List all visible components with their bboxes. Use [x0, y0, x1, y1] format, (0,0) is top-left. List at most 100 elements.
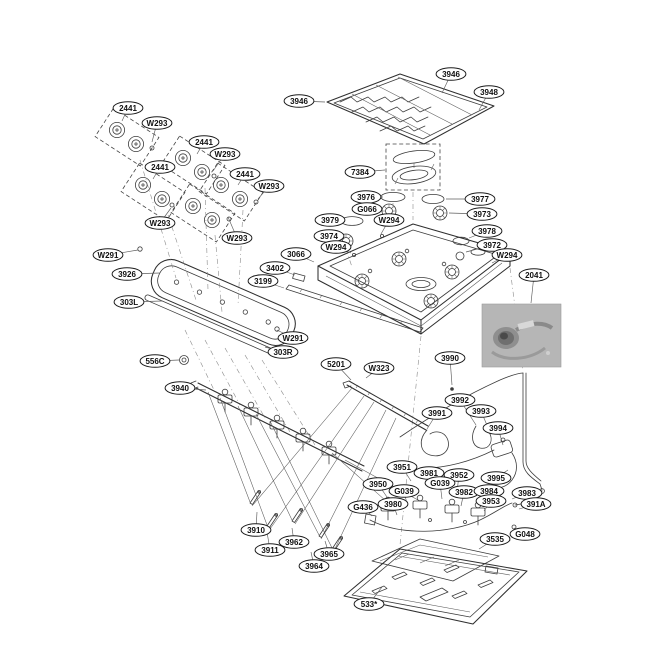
svg-text:3946: 3946 [442, 70, 460, 79]
part-label-3946: 3946 [435, 67, 467, 81]
part-label-3910: 3910 [240, 523, 272, 537]
svg-text:2441: 2441 [151, 163, 169, 172]
part-label-G048: G048 [509, 527, 541, 541]
svg-text:3976: 3976 [357, 193, 375, 202]
burner-grate [326, 73, 495, 145]
part-label-G039: G039 [424, 476, 456, 490]
svg-text:3911: 3911 [261, 546, 279, 555]
part-label-3962: 3962 [278, 535, 310, 549]
part-label-2441: 2441 [144, 160, 176, 174]
part-label-3965: 3965 [313, 547, 345, 561]
part-label-3950: 3950 [362, 477, 394, 491]
part-label-391A: 391A [520, 497, 552, 511]
photo-inset [481, 303, 562, 368]
svg-text:3990: 3990 [441, 354, 459, 363]
knob-group-1 [94, 107, 160, 167]
part-label-3973: 3973 [466, 207, 498, 221]
part-label-3066: 3066 [280, 247, 312, 261]
front-rail [285, 272, 424, 333]
part-label-3977: 3977 [464, 192, 496, 206]
svg-text:3926: 3926 [118, 270, 136, 279]
svg-text:3977: 3977 [471, 195, 489, 204]
svg-text:3974: 3974 [320, 232, 338, 241]
part-label-303L: 303L [113, 295, 145, 309]
part-label-2041: 2041 [518, 268, 550, 282]
svg-text:3066: 3066 [287, 250, 305, 259]
knob-group-2 [160, 135, 226, 195]
svg-text:3978: 3978 [478, 227, 496, 236]
svg-text:533*: 533* [361, 600, 378, 609]
part-label-3402: 3402 [259, 261, 291, 275]
part-label-3993: 3993 [465, 404, 497, 418]
part-label-3991: 3991 [421, 406, 453, 420]
knob-group-5 [170, 183, 236, 243]
svg-text:3984: 3984 [480, 487, 498, 496]
part-label-W293: W293 [221, 231, 253, 245]
svg-text:3951: 3951 [393, 463, 411, 472]
part-label-3946: 3946 [283, 94, 315, 108]
part-label-3994: 3994 [482, 421, 514, 435]
part-label-G066: G066 [351, 202, 383, 216]
svg-text:2041: 2041 [525, 271, 543, 280]
part-label-W294: W294 [373, 213, 405, 227]
part-label-W291: W291 [277, 331, 309, 345]
part-label-3976: 3976 [350, 190, 382, 204]
svg-text:3940: 3940 [171, 384, 189, 393]
svg-text:3962: 3962 [285, 538, 303, 547]
svg-text:5201: 5201 [327, 360, 345, 369]
svg-text:W294: W294 [326, 243, 347, 252]
svg-text:2441: 2441 [236, 170, 254, 179]
part-label-W323: W323 [363, 361, 395, 375]
svg-text:3950: 3950 [369, 480, 387, 489]
svg-text:3980: 3980 [384, 500, 402, 509]
part-label-W293: W293 [253, 179, 285, 193]
svg-text:W293: W293 [147, 119, 168, 128]
svg-text:3948: 3948 [480, 88, 498, 97]
svg-text:W294: W294 [379, 216, 400, 225]
svg-text:3991: 3991 [428, 409, 446, 418]
svg-text:W293: W293 [215, 150, 236, 159]
svg-text:W323: W323 [369, 364, 390, 373]
part-label-2441: 2441 [229, 167, 261, 181]
part-label-3978: 3978 [471, 224, 503, 238]
svg-text:2441: 2441 [119, 104, 137, 113]
svg-text:3402: 3402 [266, 264, 284, 273]
part-label-W294: W294 [491, 248, 523, 262]
svg-text:3981: 3981 [420, 469, 438, 478]
leader-lines [107, 73, 537, 605]
svg-text:G039: G039 [430, 479, 450, 488]
part-label-3990: 3990 [434, 351, 466, 365]
part-label-W293: W293 [144, 216, 176, 230]
svg-text:G048: G048 [515, 530, 535, 539]
svg-text:3983: 3983 [518, 489, 536, 498]
burner-parts [338, 191, 470, 268]
svg-text:G039: G039 [394, 487, 414, 496]
svg-text:3979: 3979 [321, 216, 339, 225]
oval-burner-box [385, 143, 441, 191]
part-label-W293: W293 [141, 116, 173, 130]
svg-text:3994: 3994 [489, 424, 507, 433]
svg-text:3964: 3964 [305, 562, 323, 571]
svg-text:W294: W294 [497, 251, 518, 260]
svg-text:3910: 3910 [247, 526, 265, 535]
part-label-556C: 556C [139, 354, 171, 368]
burner-rail [342, 380, 429, 431]
part-label-3952: 3952 [443, 468, 475, 482]
svg-text:G066: G066 [357, 205, 377, 214]
svg-text:W291: W291 [98, 251, 119, 260]
part-label-3940: 3940 [164, 381, 196, 395]
part-label-7384: 7384 [344, 165, 376, 179]
svg-text:G436: G436 [353, 503, 373, 512]
part-label-3953: 3953 [475, 494, 507, 508]
part-label-2441: 2441 [112, 101, 144, 115]
svg-text:3972: 3972 [483, 241, 501, 250]
part-label-3951: 3951 [386, 460, 418, 474]
svg-text:W293: W293 [150, 219, 171, 228]
svg-text:3973: 3973 [473, 210, 491, 219]
svg-text:3995: 3995 [487, 474, 505, 483]
part-label-3979: 3979 [314, 213, 346, 227]
manifold-pipe [179, 355, 365, 472]
part-label-G039: G039 [388, 484, 420, 498]
